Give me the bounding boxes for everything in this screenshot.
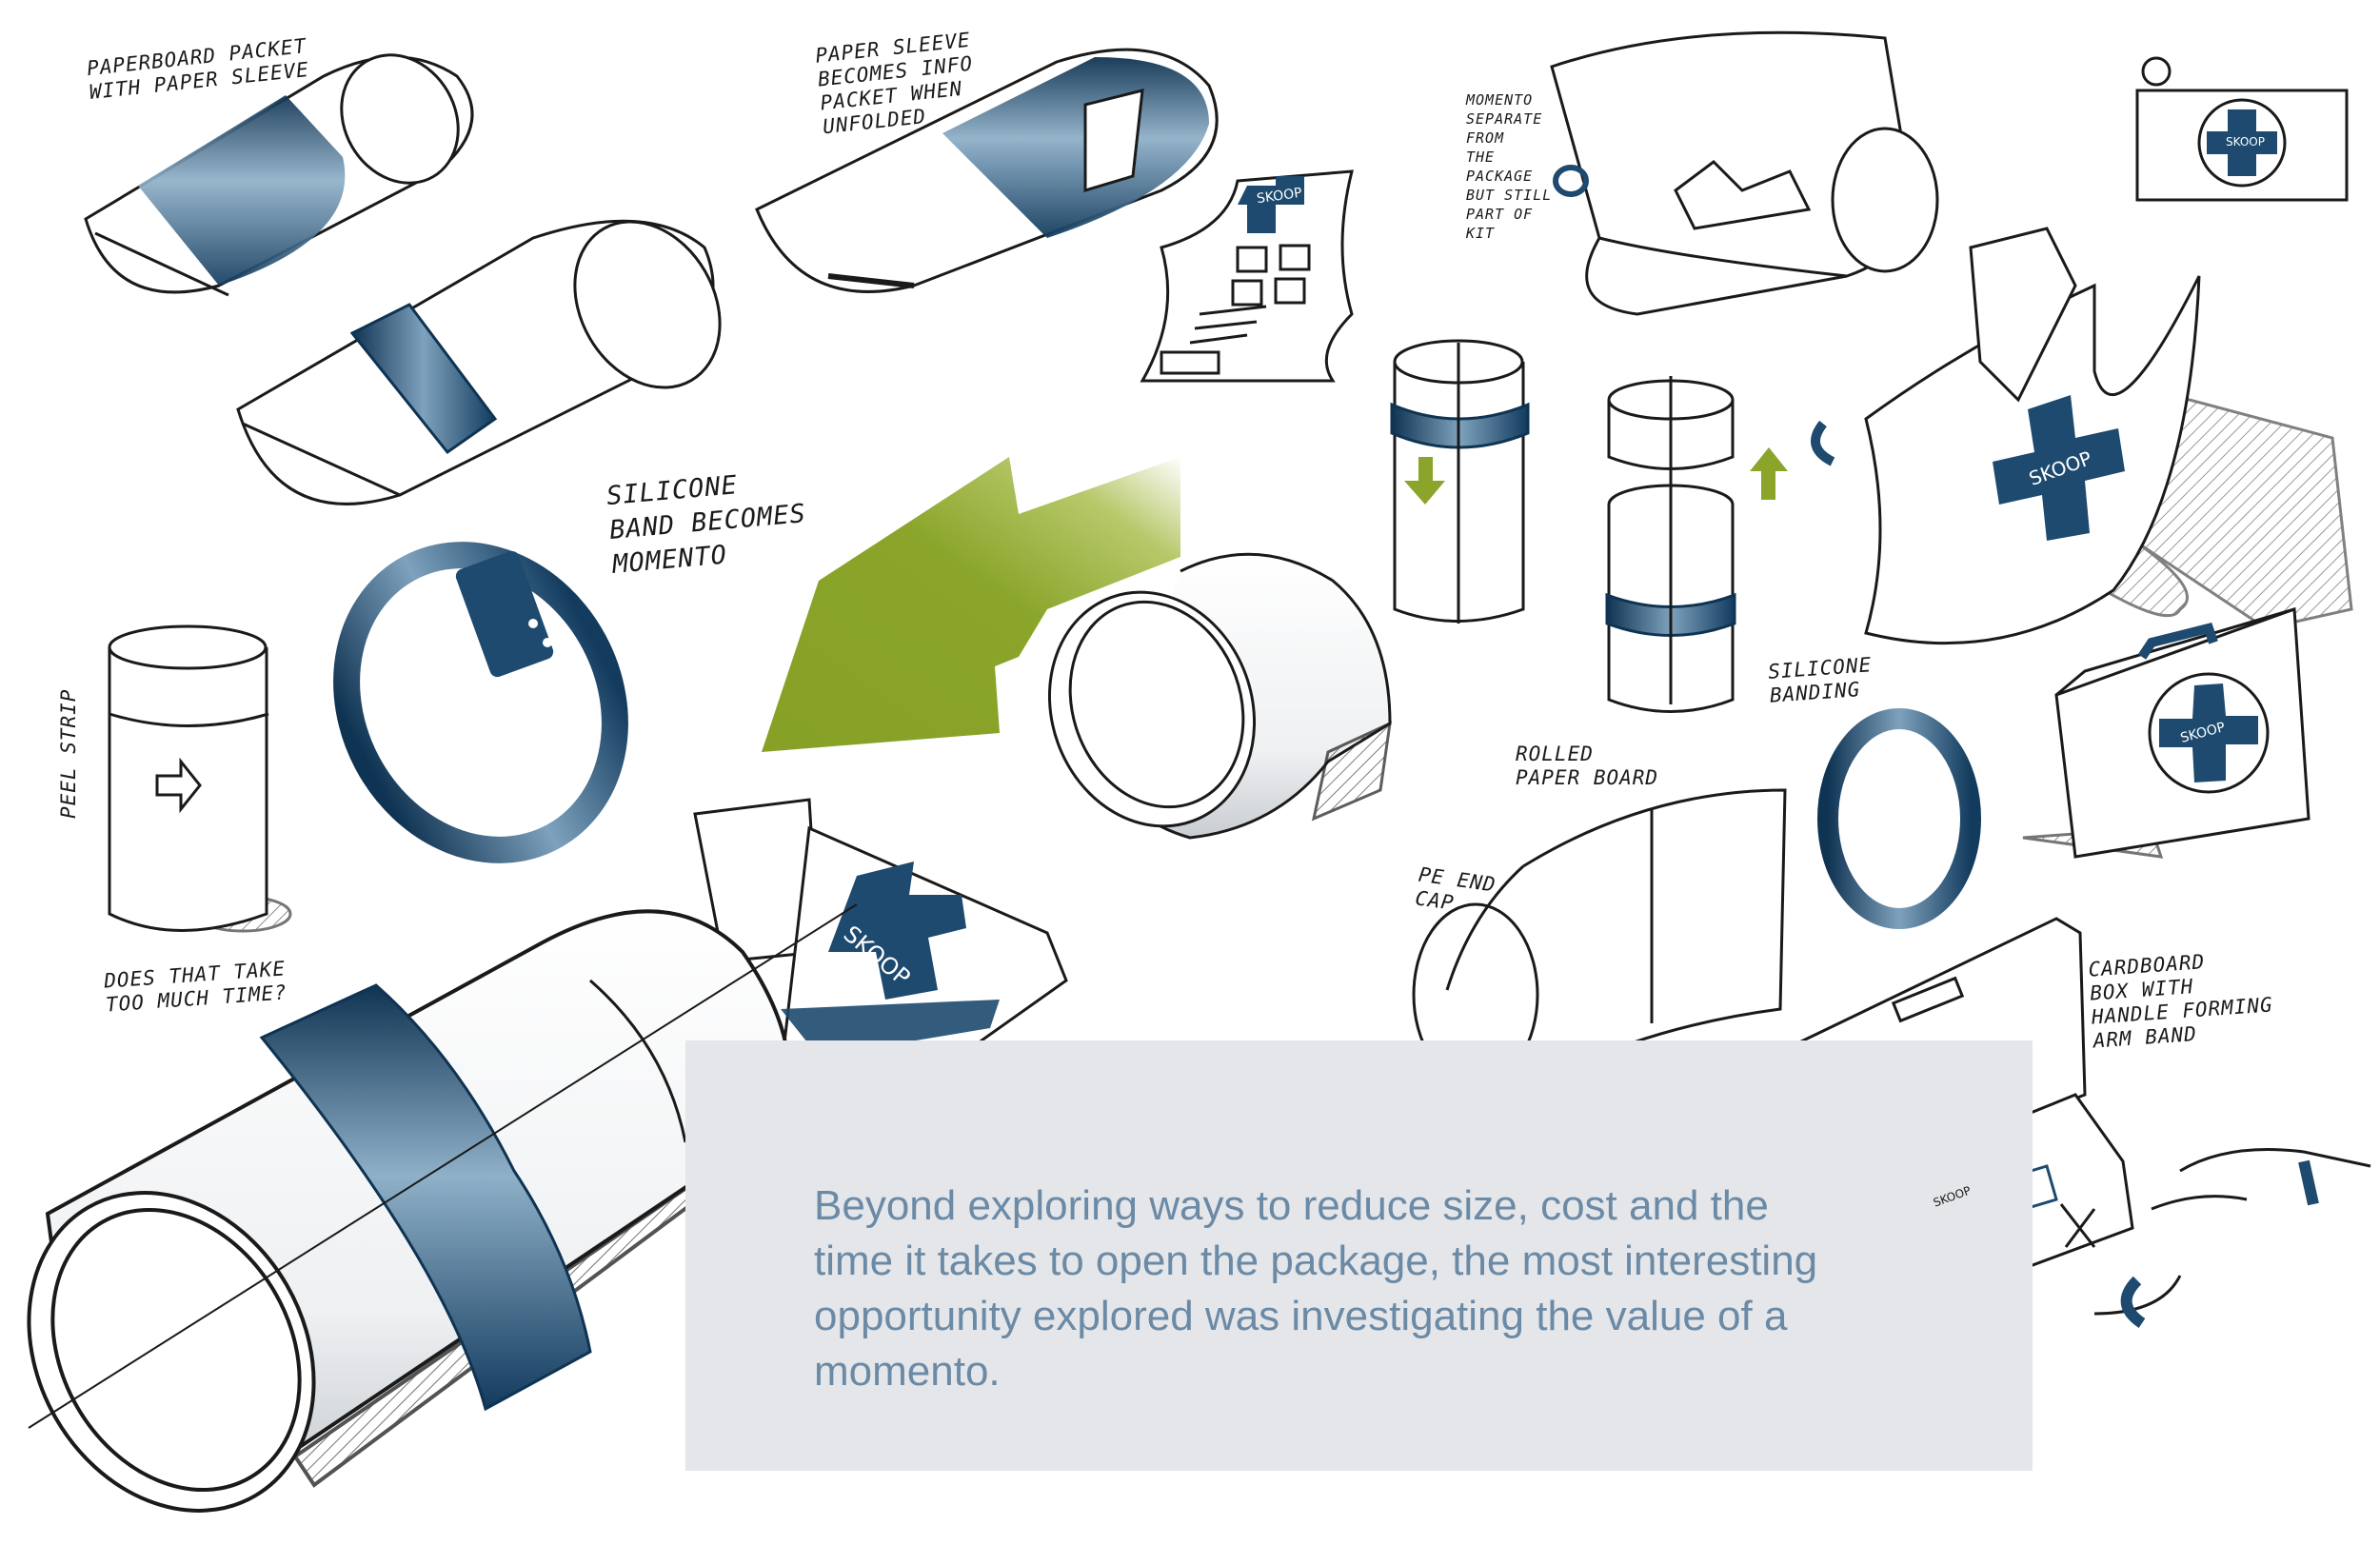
open-pouch-sketch [1811, 227, 2353, 645]
note-silicone-band: SILICONE BAND BECOMES MOMENTO [605, 470, 807, 580]
note-peel-strip: PEEL STRIP [57, 688, 80, 819]
sleeve-packet-sketch [755, 48, 1219, 293]
brand-mark-pouch: SKOOP [2226, 135, 2265, 149]
note-cardboard-box: CARDBOARD BOX WITH HANDLE FORMING ARM BA… [2087, 950, 2274, 1053]
info-leaflet-sketch [1140, 169, 1354, 383]
note-rolled-paper-board: ROLLED PAPER BOARD [1516, 743, 1659, 789]
process-arrow [762, 457, 1180, 752]
caption-panel [685, 1040, 2033, 1471]
first-aid-box-sketch [2022, 606, 2311, 859]
pouch-sketch [2135, 56, 2349, 202]
caption-text: Beyond exploring ways to reduce size, co… [814, 1182, 1818, 1395]
peel-strip-cylinder-sketch [108, 624, 292, 933]
split-cylinder-sketch [1605, 376, 1788, 713]
banded-cylinder-sketch [1390, 339, 1530, 624]
rolled-kit-sketch [1550, 30, 1939, 316]
rolled-paper-board-sketch [1412, 788, 1787, 1087]
hand-gesture-sketch [2059, 1148, 2371, 1328]
main-tube-sketch [27, 903, 858, 1513]
note-silicone-banding: SILICONE BANDING [1767, 653, 1873, 707]
rolled-cap-sketch [1047, 552, 1392, 840]
silicone-band-momento-sketch [333, 542, 628, 863]
note-paper-sleeve: PAPER SLEEVE BECOMES INFO PACKET WHEN UN… [814, 28, 975, 139]
paperboard-packet-sketch [84, 53, 474, 297]
silicone-ring-sketch [1817, 708, 1981, 929]
note-momento-separate: MOMENTO SEPARATE FROM THE PACKAGE BUT ST… [1466, 91, 1553, 242]
banded-packet-sketch [236, 219, 722, 505]
